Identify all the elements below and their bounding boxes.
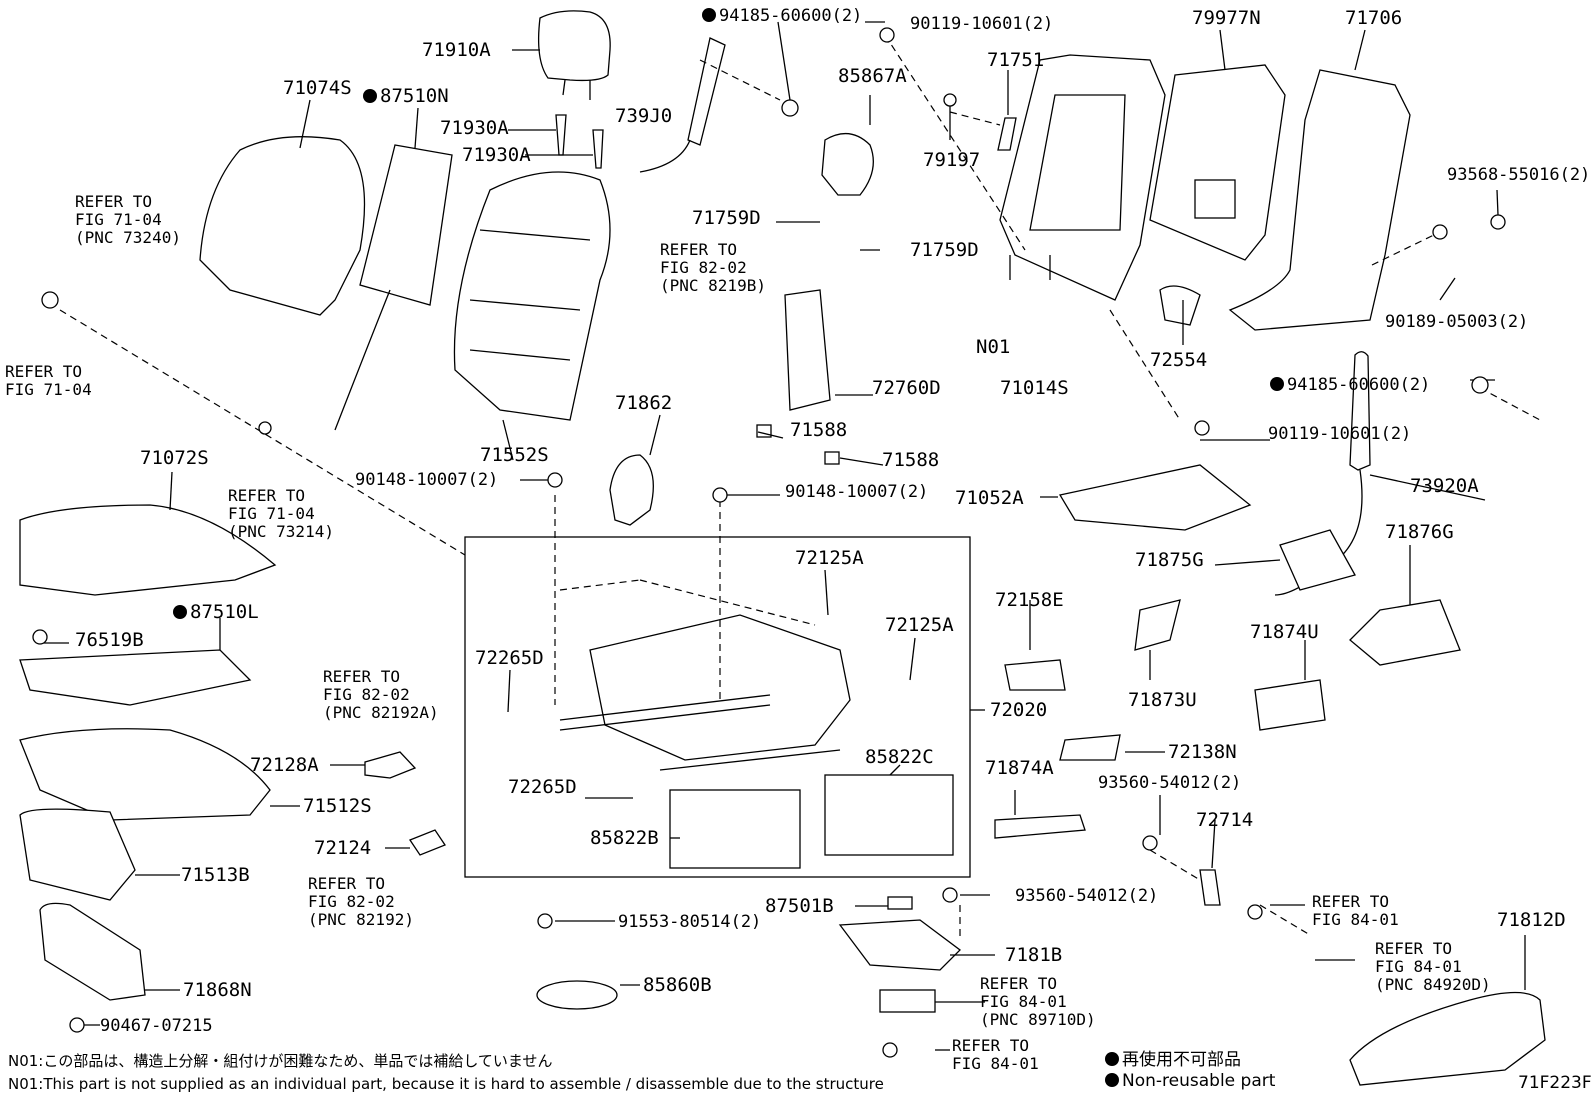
label-71910A: 71910A <box>422 39 491 61</box>
label-87510L: 87510L <box>173 602 259 622</box>
label-71072S: 71072S <box>140 447 209 469</box>
label-71588-2: 71588 <box>882 449 940 471</box>
label-71552S: 71552S <box>480 444 549 466</box>
label-72265D-1: 72265D <box>475 647 544 669</box>
label-71875G: 71875G <box>1135 549 1204 571</box>
label-72128A: 72128A <box>250 754 319 776</box>
label-85867A: 85867A <box>838 65 907 87</box>
label-71751: 71751 <box>987 49 1045 71</box>
refer-fig-82-02-8219B[interactable]: REFER TO FIG 82-02 (PNC 8219B) <box>660 240 766 295</box>
label-71874A: 71874A <box>985 757 1054 779</box>
label-90119-mid: 90119-10601(2) <box>1268 424 1412 444</box>
label-72265D-2: 72265D <box>508 776 577 798</box>
label-85860B: 85860B <box>643 974 712 996</box>
label-71588-1: 71588 <box>790 419 848 441</box>
label-N01: N01 <box>976 336 1011 358</box>
label-72554: 72554 <box>1150 349 1208 371</box>
back-pad-shape <box>453 171 611 421</box>
label-72125A-1: 72125A <box>795 547 864 569</box>
back-board-shape <box>1149 64 1286 261</box>
label-71874U: 71874U <box>1250 621 1319 643</box>
refer-fig-84-01-b[interactable]: REFER TO FIG 84-01 <box>1312 892 1399 929</box>
label-71930A-1: 71930A <box>440 117 509 139</box>
refer-fig-84-01-84920D[interactable]: REFER TO FIG 84-01 (PNC 84920D) <box>1375 939 1491 994</box>
label-94185-mid: 94185-60600(2) <box>1270 375 1430 395</box>
label-71074S: 71074S <box>283 77 352 99</box>
label-71706: 71706 <box>1345 7 1403 29</box>
refer-fig-84-01-a[interactable]: REFER TO FIG 84-01 <box>952 1036 1039 1073</box>
label-90189: 90189-05003(2) <box>1385 312 1529 332</box>
label-90119-top: 90119-10601(2) <box>910 14 1054 34</box>
label-72714: 72714 <box>1196 809 1254 831</box>
cushion-cover-shape <box>19 504 277 596</box>
label-93560-1: 93560-54012(2) <box>1098 773 1242 793</box>
back-cover-shape <box>199 136 366 316</box>
side-shield-shape <box>1349 991 1546 1086</box>
label-94185-top: 94185-60600(2) <box>702 6 862 26</box>
label-76519B: 76519B <box>75 629 144 651</box>
label-71876G: 71876G <box>1385 521 1454 543</box>
label-90148-2: 90148-10007(2) <box>785 482 929 502</box>
label-71014S: 71014S <box>1000 377 1069 399</box>
label-79977N: 79977N <box>1192 7 1261 29</box>
diagram-code: 71F223F <box>1518 1073 1592 1093</box>
label-71052A: 71052A <box>955 487 1024 509</box>
label-87501B: 87501B <box>765 895 834 917</box>
label-87510N: 87510N <box>363 86 449 106</box>
motor-box-b <box>669 789 801 869</box>
label-739J0: 739J0 <box>615 105 673 127</box>
seat-track-shape <box>589 614 851 761</box>
label-71512S: 71512S <box>303 795 372 817</box>
label-73920A: 73920A <box>1410 475 1479 497</box>
refer-fig-71-04-a[interactable]: REFER TO FIG 71-04 <box>5 362 92 399</box>
label-7181B: 7181B <box>1005 944 1063 966</box>
headrest-shape <box>537 10 611 82</box>
seat-track-box <box>464 536 971 878</box>
label-90148-1: 90148-10007(2) <box>355 470 499 490</box>
refer-fig-82-02-82192A[interactable]: REFER TO FIG 82-02 (PNC 82192A) <box>323 667 439 722</box>
label-72125A-2: 72125A <box>885 614 954 636</box>
label-93568: 93568-55016(2) <box>1447 165 1591 185</box>
refer-fig-71-04-73214[interactable]: REFER TO FIG 71-04 (PNC 73214) <box>228 486 334 541</box>
refer-fig-84-01-89710D[interactable]: REFER TO FIG 84-01 (PNC 89710D) <box>980 974 1096 1029</box>
label-72158E: 72158E <box>995 589 1064 611</box>
label-71868N: 71868N <box>183 979 252 1001</box>
label-72760D: 72760D <box>872 377 941 399</box>
label-72138N: 72138N <box>1168 741 1237 763</box>
label-71930A-2: 71930A <box>462 144 531 166</box>
label-71513B: 71513B <box>181 864 250 886</box>
label-71759D-2: 71759D <box>910 239 979 261</box>
note-n01-jp: N01:この部品は、構造上分解・組付けが困難なため、単品では補給していません <box>8 1052 553 1070</box>
label-71812D: 71812D <box>1497 909 1566 931</box>
refer-fig-82-02-82192[interactable]: REFER TO FIG 82-02 (PNC 82192) <box>308 874 414 929</box>
label-91553: 91553-80514(2) <box>618 912 762 932</box>
back-panel-shape <box>1228 69 1411 331</box>
label-72020: 72020 <box>990 699 1048 721</box>
label-71873U: 71873U <box>1128 689 1197 711</box>
label-71759D-1: 71759D <box>692 207 761 229</box>
label-72124: 72124 <box>314 837 372 859</box>
label-85822B: 85822B <box>590 827 659 849</box>
label-93560-2: 93560-54012(2) <box>1015 886 1159 906</box>
legend-en: Non-reusable part <box>1105 1071 1275 1091</box>
label-85822C: 85822C <box>865 746 934 768</box>
back-frame-shape <box>999 54 1166 301</box>
label-79197: 79197 <box>923 149 981 171</box>
legend-jp: 再使用不可部品 <box>1105 1045 1241 1070</box>
refer-fig-71-04-73240[interactable]: REFER TO FIG 71-04 (PNC 73240) <box>75 192 181 247</box>
label-71862: 71862 <box>615 392 673 414</box>
label-90467: 90467-07215 <box>100 1016 213 1036</box>
motor-box-c <box>824 774 954 856</box>
note-n01-en: N01:This part is not supplied as an indi… <box>8 1075 884 1093</box>
